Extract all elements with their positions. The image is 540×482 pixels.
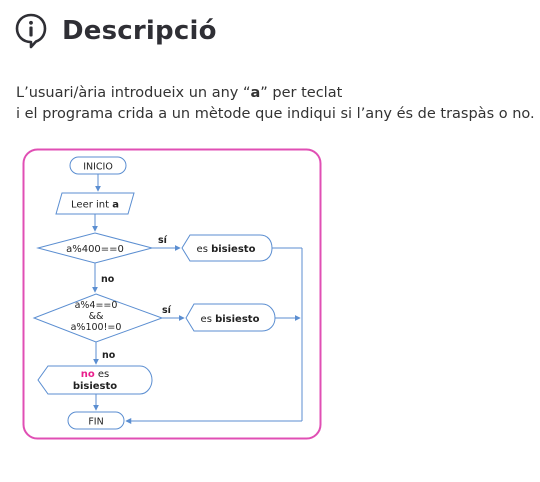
output1-bold: bisiesto <box>211 244 255 255</box>
description-line-1-start: L’usuari/ària introdueix un any “ <box>16 85 251 101</box>
output1-node <box>181 234 273 262</box>
end-label: FIN <box>88 417 103 428</box>
input-node <box>55 192 135 215</box>
decision2-no-label: no <box>102 350 116 361</box>
decision2-yes-label: sí <box>162 305 172 316</box>
input-label-text: Leer int <box>71 200 112 211</box>
output1-text: es <box>197 244 212 255</box>
output3-text: es <box>95 369 110 380</box>
description-variable: a <box>250 85 261 101</box>
description-line-1-end: ” per teclat <box>260 85 343 101</box>
output2-text: es <box>201 314 216 325</box>
info-icon <box>15 13 47 49</box>
output2-label: es bisiesto <box>201 314 260 325</box>
start-label: INICIO <box>83 162 113 173</box>
section-header: Descripció <box>14 12 217 50</box>
decision2-line1: a%4==0 <box>75 300 118 311</box>
page-title: Descripció <box>62 16 217 46</box>
decision2-line3: a%100!=0 <box>71 322 122 333</box>
description-line-2: i el programa crida a un mètode que indi… <box>16 106 535 122</box>
decision1-label: a%400==0 <box>66 244 124 255</box>
flowchart-svg: INICIO Leer int a a%400==0 sí es bisiest… <box>22 148 322 440</box>
description-text: L’usuari/ària introdueix un any “a” per … <box>16 83 535 125</box>
output3-line1: no es <box>81 369 110 380</box>
input-variable: a <box>112 200 119 211</box>
description-line-1: L’usuari/ària introdueix un any “a” per … <box>16 83 535 104</box>
flowchart: INICIO Leer int a a%400==0 sí es bisiest… <box>22 148 322 440</box>
output1-label: es bisiesto <box>197 244 256 255</box>
output3-line2: bisiesto <box>73 381 117 392</box>
decision1-no-label: no <box>101 274 115 285</box>
decision1-yes-label: sí <box>158 235 168 246</box>
output3-node <box>37 365 153 395</box>
end-node <box>67 411 125 430</box>
output3-highlight: no <box>81 369 95 380</box>
decision2-line2: && <box>89 311 104 322</box>
output2-node <box>185 303 276 332</box>
output2-bold: bisiesto <box>215 314 259 325</box>
input-label: Leer int a <box>71 200 119 211</box>
